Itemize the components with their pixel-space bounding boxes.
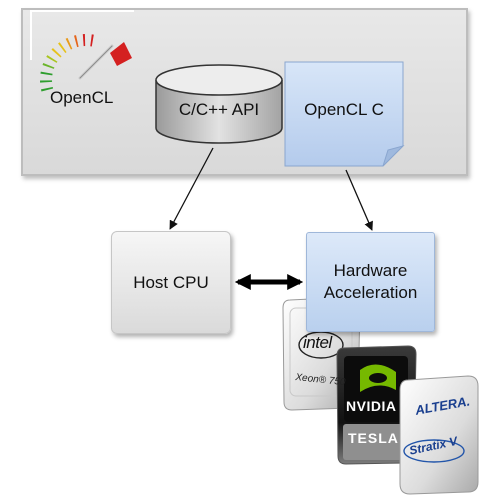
opencl-c-label: OpenCL C <box>304 100 384 119</box>
accel-label-line1: Hardware <box>333 261 408 280</box>
host-cpu-label: Host CPU <box>133 272 209 292</box>
gauge-tick <box>51 48 62 58</box>
gauge-frame-top <box>30 10 134 12</box>
api-label: C/C++ API <box>178 100 260 119</box>
host-cpu-box: Host CPU <box>111 231 231 334</box>
opencl-brand-label: OpenCL <box>50 88 114 107</box>
intel-brand-text: intel <box>303 333 332 352</box>
gauge-tick <box>65 37 73 50</box>
hardware-acceleration-box: Hardware Acceleration <box>306 232 435 332</box>
accel-label-line2: Acceleration <box>323 283 418 302</box>
gauge-tick <box>74 35 79 48</box>
nvidia-chip-icon <box>336 345 417 465</box>
altera-chip-icon <box>399 375 479 495</box>
gauge-tick <box>42 63 55 69</box>
opencl-c-note <box>284 61 405 167</box>
gauge-tick <box>40 71 53 76</box>
lang-to-accel-arrow <box>345 169 373 231</box>
speedometer-icon <box>40 34 132 92</box>
gauge-frame-left <box>30 10 32 60</box>
gauge-tick <box>40 80 53 83</box>
api-to-host-arrow <box>169 147 214 230</box>
api-cylinder <box>155 64 283 144</box>
gauge-tick <box>58 42 67 54</box>
nvidia-brand-text: NVIDIA <box>346 398 397 414</box>
gauge-tick <box>90 34 94 47</box>
gauge-tick <box>40 86 54 92</box>
gauge-red-zone <box>110 42 132 66</box>
nvidia-model-text: TESLA <box>348 430 399 446</box>
gauge-tick <box>46 55 58 63</box>
gauge-tick <box>82 34 86 47</box>
